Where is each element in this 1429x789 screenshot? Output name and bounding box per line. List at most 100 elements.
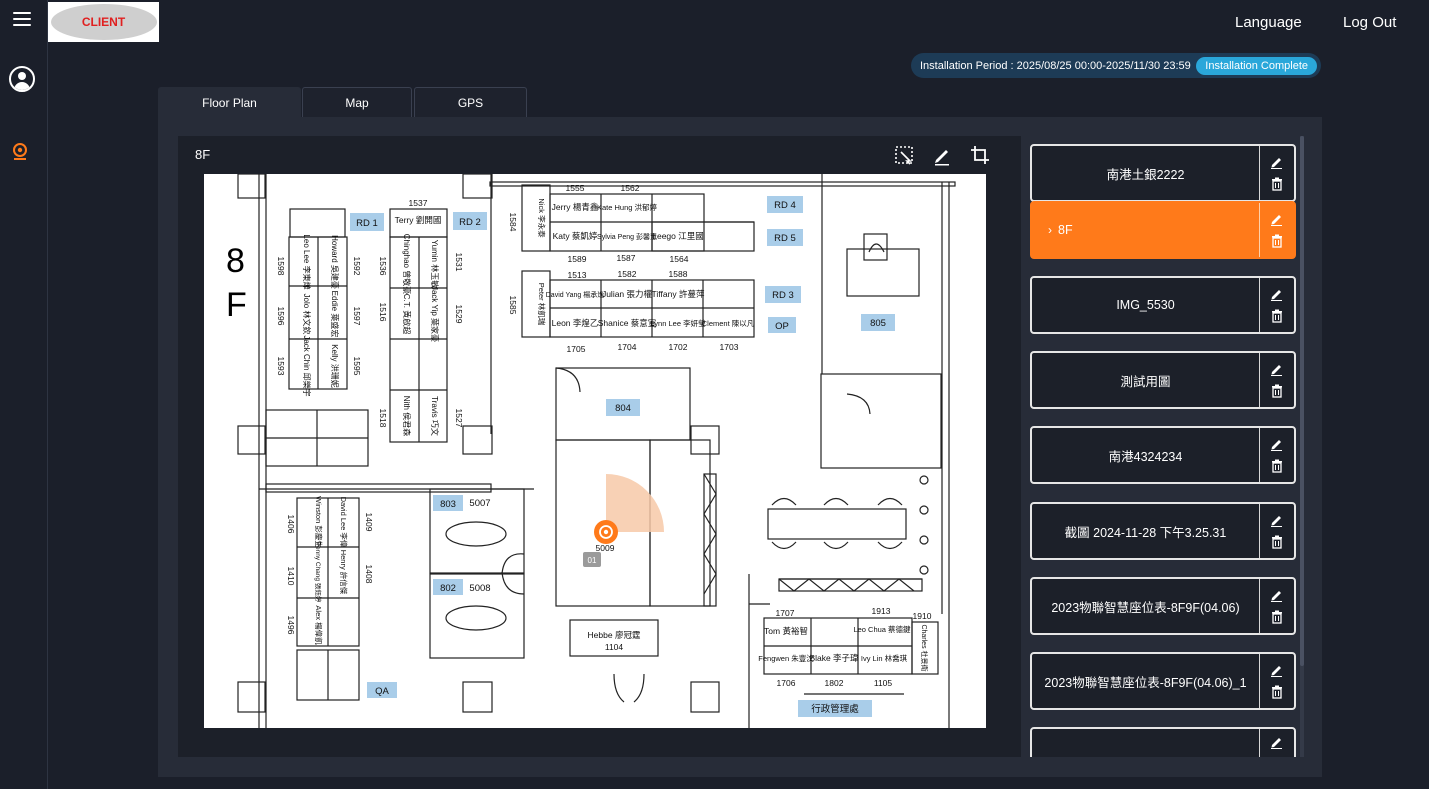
delete-icon[interactable]	[1270, 177, 1284, 191]
seat-number: 1705	[567, 344, 586, 354]
room-label: RD 4	[774, 200, 796, 211]
edit-icon[interactable]	[1270, 212, 1284, 226]
seat-number: 1527	[454, 409, 464, 428]
menu-icon[interactable]	[13, 12, 31, 27]
seat-number: 1104	[605, 642, 624, 652]
meeting-room-number: 5007	[469, 498, 490, 509]
floor-plan-list: 南港土銀2222 ›8F IMG_5530 測試用圖 南港4324234	[1030, 136, 1300, 757]
edit-icon[interactable]	[1270, 437, 1284, 451]
user-profile-icon[interactable]	[9, 66, 35, 92]
floor-big-label-8: 8	[226, 242, 245, 280]
seat-name: Nith 侯君森	[402, 396, 412, 436]
seat-name: David Yang 楊承逸	[546, 290, 605, 299]
seat-name: Tom 黃裕智	[764, 626, 808, 636]
seat-name: Nick 李永泰	[537, 198, 547, 238]
device-id: 5009	[596, 543, 615, 553]
crop-icon[interactable]	[969, 144, 991, 166]
seat-name: Katy 蔡凱婷	[553, 231, 598, 241]
seat-name: Terry 劉開國	[395, 215, 442, 225]
seat-number: 1584	[508, 213, 518, 232]
edit-icon[interactable]	[1270, 588, 1284, 602]
edit-icon[interactable]	[1270, 155, 1284, 169]
seat-number: 1592	[352, 257, 362, 276]
delete-icon[interactable]	[1270, 685, 1284, 699]
seat-name: Peter 林凱瑞	[537, 283, 547, 326]
seat-name: Julian 張力權	[602, 289, 653, 299]
seat-number: 1582	[618, 269, 637, 279]
seat-name: Hebbe 廖冠霆	[588, 630, 641, 640]
floor-plan-item[interactable]: 2023物聯智慧座位表-8F9F(04.06)	[1030, 577, 1296, 635]
seat-number: 1802	[825, 678, 844, 688]
logo-text: CLIENT	[50, 4, 157, 40]
tab-floor-plan[interactable]: Floor Plan	[158, 87, 301, 117]
seat-number: 1585	[508, 296, 518, 315]
floor-big-label-f: F	[226, 286, 247, 324]
seat-number: 1588	[669, 269, 688, 279]
logout-link[interactable]: Log Out	[1343, 14, 1397, 31]
floor-plan-item[interactable]: 測試用圖	[1030, 351, 1296, 409]
room-label: RD 3	[772, 290, 794, 301]
tab-gps[interactable]: GPS	[414, 87, 527, 117]
delete-icon[interactable]	[1270, 610, 1284, 624]
edit-icon[interactable]	[1270, 513, 1284, 527]
seat-name: Leon 李煌乙	[552, 318, 599, 328]
seat-name: Charles 杜景衛	[920, 624, 929, 671]
tab-map[interactable]: Map	[302, 87, 412, 117]
delete-icon[interactable]	[1270, 309, 1284, 323]
edit-icon[interactable]	[1270, 287, 1284, 301]
floor-plan-item[interactable]: IMG_5530	[1030, 276, 1296, 334]
seat-number: 1555	[566, 183, 585, 193]
left-rail	[0, 0, 48, 789]
floor-plan-item-name: 測試用圖	[1032, 353, 1260, 407]
seat-name: Leego 江里國	[652, 231, 704, 241]
device-tag: 01	[588, 556, 597, 565]
seat-name: Winston 彭慶生	[314, 496, 324, 548]
floor-plan-item-name: 南港4324234	[1032, 428, 1260, 482]
seat-name: Yumin 林玉敏	[430, 240, 440, 288]
seat-number: 1531	[454, 253, 464, 272]
delete-icon[interactable]	[1270, 234, 1284, 248]
seat-name: Penny Chang 張鈺婷	[314, 542, 323, 603]
list-scrollbar-thumb[interactable]	[1300, 136, 1304, 666]
seat-number: 1704	[618, 342, 637, 352]
language-link[interactable]: Language	[1235, 14, 1302, 31]
room-label: 802	[440, 583, 456, 594]
select-area-icon[interactable]	[893, 144, 915, 166]
floor-plan-item[interactable]: 南港4324234	[1030, 426, 1296, 484]
client-logo[interactable]: CLIENT	[48, 2, 159, 42]
seat-name: Howard 吳建豪	[330, 235, 340, 289]
seat-name: Sylvia Peng 彭馨慧	[597, 232, 657, 241]
floor-plan-item-name: ›8F	[1032, 203, 1260, 257]
floor-plan-item[interactable]: 截圖 2024-11-28 下午3.25.31	[1030, 502, 1296, 560]
floor-plan-item-selected[interactable]: ›8F	[1030, 201, 1296, 259]
floor-plan-item-name	[1032, 729, 1260, 757]
delete-icon[interactable]	[1270, 384, 1284, 398]
floor-plan-item-name: 2023物聯智慧座位表-8F9F(04.06)	[1032, 579, 1260, 633]
seat-name: Jerry 楊青鑫	[552, 202, 599, 212]
seat-name: Shanice 蔡意宣	[598, 318, 657, 328]
delete-icon[interactable]	[1270, 535, 1284, 549]
seat-number: 1513	[568, 270, 587, 280]
floor-plan-item[interactable]	[1030, 727, 1296, 757]
seat-name: Fengwen 朱豐汶	[758, 653, 814, 663]
seat-number: 1536	[378, 257, 388, 276]
seat-name: Travis 巧文	[430, 396, 440, 436]
floor-plan-image[interactable]: 8 F RD 1 RD 2 RD 4 RD 5 RD 3 OP 805 804 …	[204, 174, 986, 728]
room-label: RD 5	[774, 233, 796, 244]
edit-icon[interactable]	[1270, 663, 1284, 677]
seat-number: 1596	[276, 307, 286, 326]
seat-number: 1406	[286, 515, 296, 534]
seat-number: 1589	[568, 254, 587, 264]
location-pin-icon[interactable]	[12, 143, 28, 161]
floor-plan-item[interactable]: 2023物聯智慧座位表-8F9F(04.06)_1	[1030, 652, 1296, 710]
seat-number: 1562	[621, 183, 640, 193]
floor-plan-item[interactable]: 南港土銀2222	[1030, 144, 1296, 202]
room-label: RD 1	[356, 218, 378, 229]
device-marker[interactable]: 5009 01	[583, 520, 618, 567]
seat-number: 1410	[286, 567, 296, 586]
seat-name: Jolo 林文欽	[302, 294, 312, 335]
edit-pencil-icon[interactable]	[931, 144, 953, 166]
edit-icon[interactable]	[1270, 735, 1284, 749]
delete-icon[interactable]	[1270, 459, 1284, 473]
edit-icon[interactable]	[1270, 362, 1284, 376]
